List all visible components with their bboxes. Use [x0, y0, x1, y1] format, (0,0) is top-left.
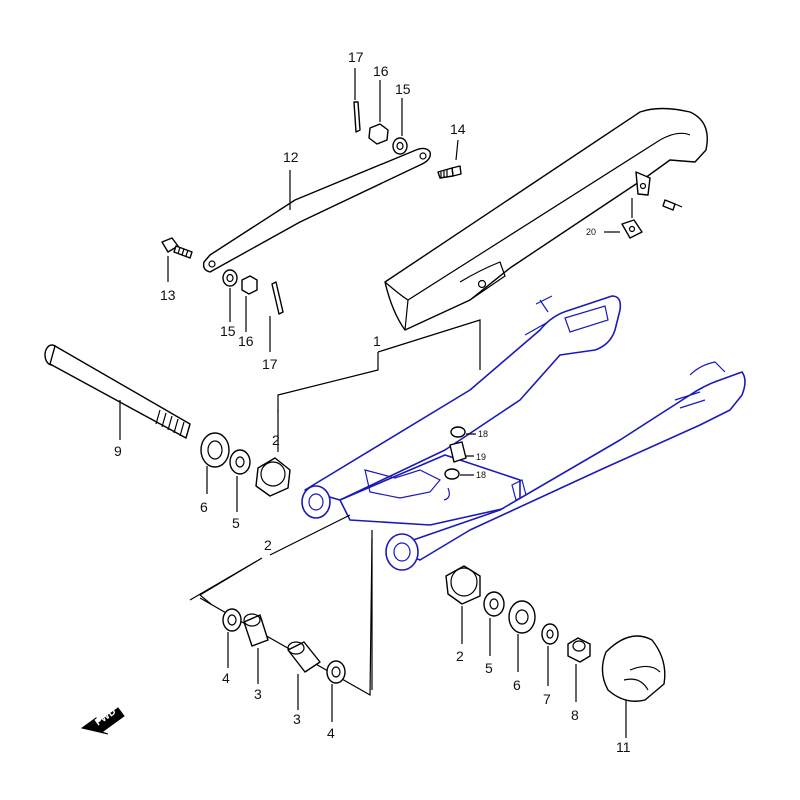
callout-17a: 17: [348, 49, 364, 65]
part-13-bolt: [161, 237, 193, 282]
lower-hardware: [222, 269, 284, 352]
callout-16b: 16: [238, 333, 254, 349]
callout-18b: 18: [476, 470, 486, 480]
callout-5a: 5: [232, 515, 240, 531]
part-12-torque-link: [202, 147, 431, 273]
callout-12: 12: [283, 149, 299, 165]
callout-3a: 3: [254, 686, 262, 702]
callout-2b: 2: [264, 537, 272, 553]
callout-2a: 2: [272, 432, 280, 448]
callout-15a: 15: [395, 81, 411, 97]
callout-13: 13: [160, 287, 176, 303]
part-9-pivot-shaft: [44, 344, 191, 440]
callout-6a: 6: [200, 499, 208, 515]
part-1-swingarm: [301, 295, 746, 571]
part-20-clip: [604, 198, 643, 239]
lower-left-bushings: [222, 608, 346, 722]
callout-2c: 2: [456, 648, 464, 664]
left-pivot-hardware: [200, 410, 291, 512]
callout-6b: 6: [513, 677, 521, 693]
part-14-bolt: [437, 139, 462, 179]
parts-18-19: [444, 426, 476, 480]
chain-case: [384, 107, 708, 331]
callout-17b: 17: [262, 356, 278, 372]
callout-9: 9: [114, 443, 122, 459]
callout-20: 20: [586, 227, 596, 237]
callout-4a: 4: [222, 670, 230, 686]
lower-right-hardware: [445, 565, 666, 738]
callout-5b: 5: [485, 660, 493, 676]
callout-7: 7: [543, 691, 551, 707]
fwd-arrow-icon: FWD: [80, 706, 125, 735]
callout-3b: 3: [293, 711, 301, 727]
callout-19: 19: [476, 452, 486, 462]
upper-hardware: [353, 68, 408, 155]
callout-15b: 15: [220, 323, 236, 339]
callout-labels: 17 16 15 14 12 13 15 16 17 1 2 9 6 5 2 4…: [114, 49, 631, 755]
callout-4b: 4: [327, 725, 335, 741]
chain-case-bolt: [662, 199, 683, 211]
callout-14: 14: [450, 121, 466, 137]
callout-11: 11: [616, 739, 631, 755]
callout-16a: 16: [373, 63, 389, 79]
callout-8: 8: [571, 707, 579, 723]
callout-1: 1: [373, 333, 381, 349]
callout-18a: 18: [478, 429, 488, 439]
